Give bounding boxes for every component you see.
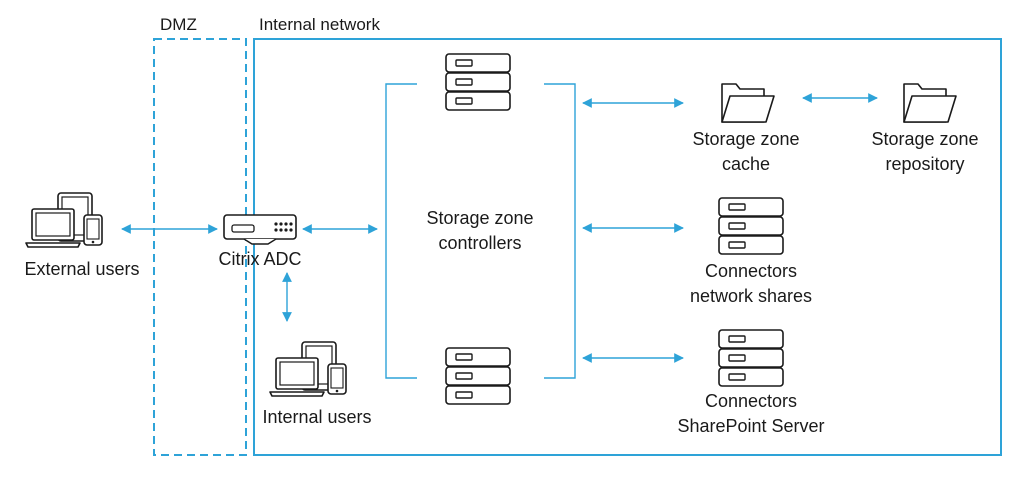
controllers-label-line1: Storage zone (426, 208, 534, 228)
connectors-shares-server-icon (718, 197, 784, 255)
connectors-sharepoint-label-line2: SharePoint Server (677, 416, 825, 436)
repository-label-line2: repository (885, 154, 965, 174)
cache-label-line1: Storage zone (692, 129, 800, 149)
cache-label-line2: cache (721, 154, 771, 174)
controllers-left-bracket (385, 83, 417, 379)
controllers-label-line2: controllers (438, 233, 522, 253)
repository-label-line1: Storage zone (871, 129, 979, 149)
connectors-shares-label: Connectors network shares (665, 259, 837, 309)
dmz-zone-boundary (153, 38, 247, 456)
external-users-devices-icon (25, 192, 103, 248)
cache-folder-icon (721, 83, 775, 123)
repository-label: Storage zone repository (852, 127, 998, 177)
connectors-sharepoint-label-line1: Connectors (704, 391, 798, 411)
controllers-right-bracket (544, 83, 576, 379)
repository-folder-icon (903, 83, 957, 123)
connectors-sharepoint-server-icon (718, 329, 784, 387)
internal-users-label: Internal users (262, 407, 372, 427)
internal-users-devices-icon (269, 341, 347, 397)
citrix-adc-label: Citrix ADC (218, 249, 302, 269)
citrix-adc-appliance-icon (223, 214, 297, 245)
internal-network-boundary (253, 38, 1002, 456)
controller-bottom-server-icon (445, 347, 511, 405)
connectors-sharepoint-label: Connectors SharePoint Server (655, 389, 847, 439)
controller-top-server-icon (445, 53, 511, 111)
external-users-label: External users (24, 259, 140, 279)
controllers-label: Storage zone controllers (407, 206, 553, 256)
connectors-shares-label-line2: network shares (689, 286, 813, 306)
dmz-label: DMZ (160, 15, 197, 34)
internal-network-label: Internal network (259, 15, 380, 34)
connectors-shares-label-line1: Connectors (704, 261, 798, 281)
cache-label: Storage zone cache (673, 127, 819, 177)
